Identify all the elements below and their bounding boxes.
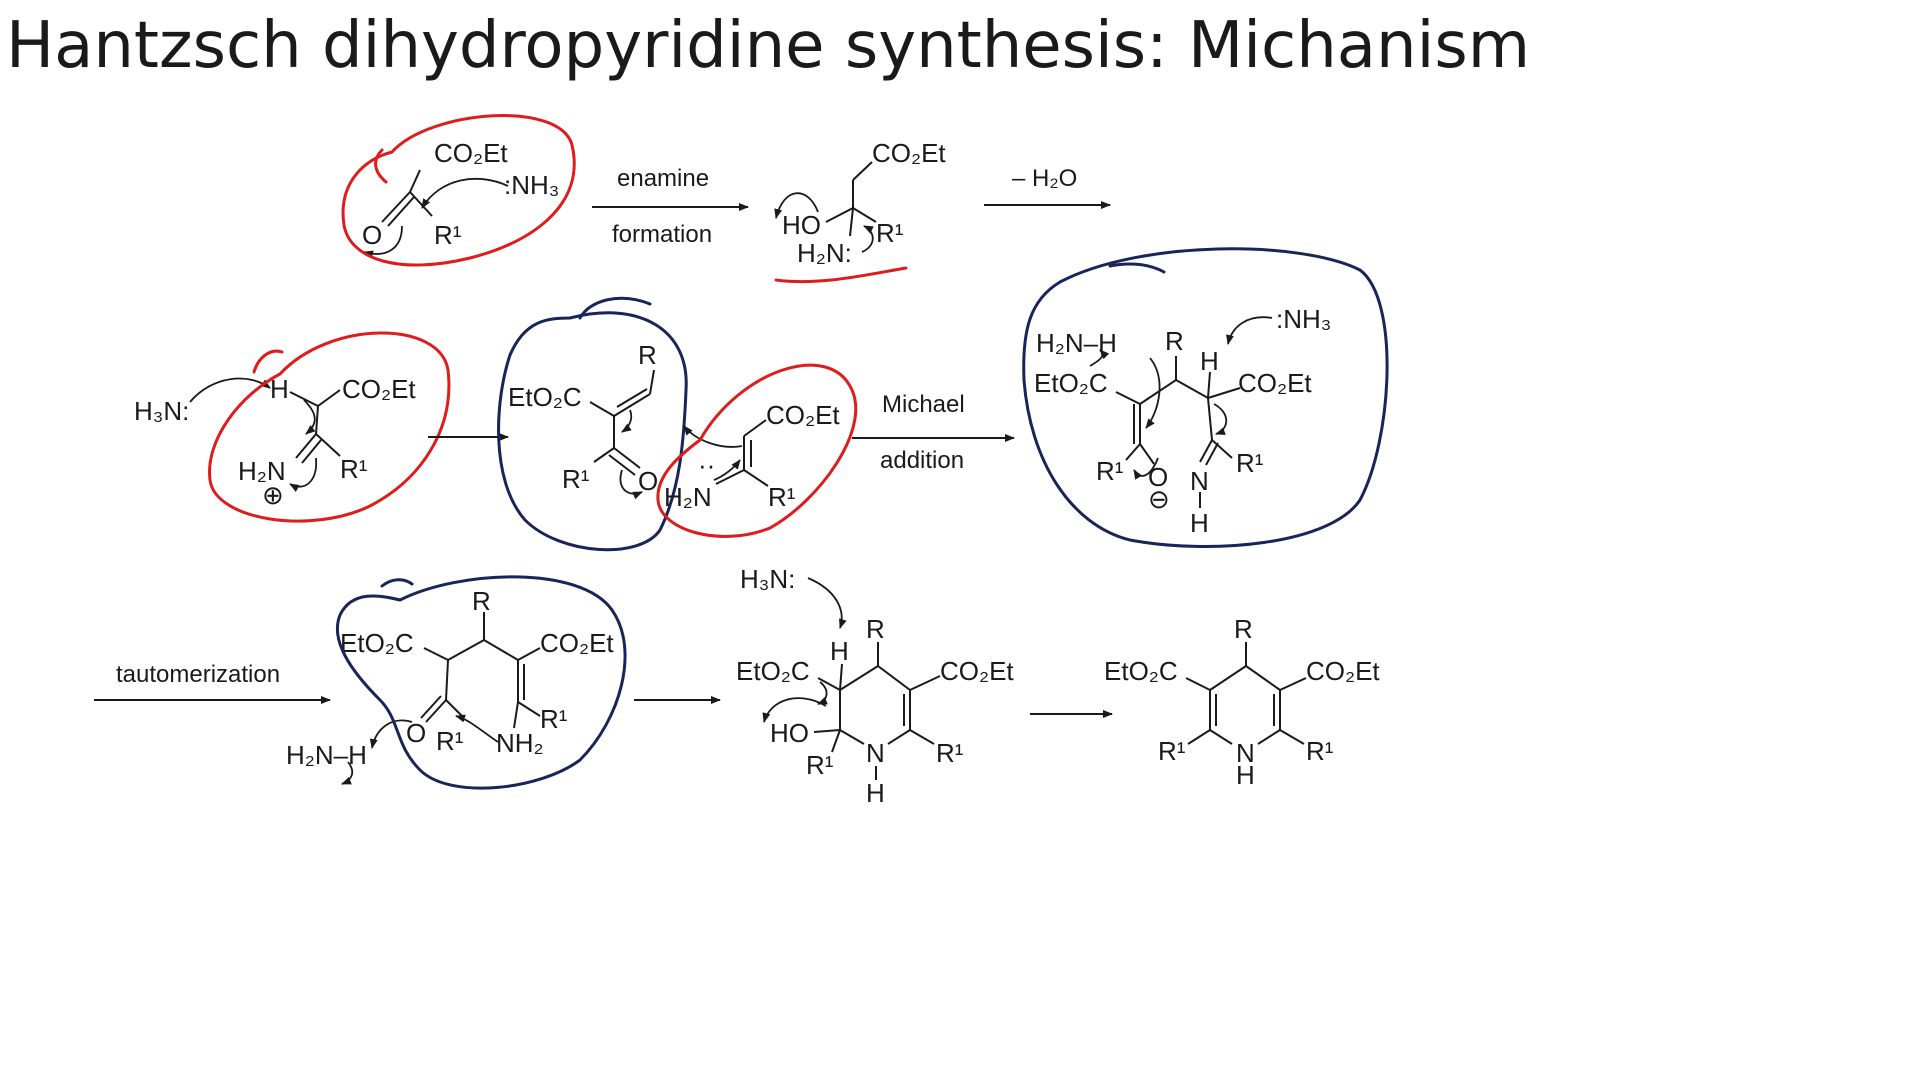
eto2c-label: EtO₂C (1034, 368, 1108, 398)
red-underline-hemiaminal (774, 266, 908, 284)
navy-annotation-acceptor (497, 296, 688, 552)
r1-label: R¹ (540, 704, 568, 734)
hydroxyl-label: HO (770, 718, 809, 748)
r1-label: R¹ (1096, 456, 1124, 486)
imine-n-label: N (1190, 466, 1209, 496)
michael-label: Michael (882, 391, 965, 418)
co2et-label: CO₂Et (1306, 656, 1380, 686)
imine-h-label: H (1190, 508, 1209, 538)
michael-adduct-molecule: H₂N–H EtO₂C R H CO₂Et :NH₃ R¹ O ⊖ R¹ N H (1034, 304, 1331, 538)
minus-water-label: – H₂O (1012, 165, 1077, 192)
enolate-oxygen-label: O (1148, 462, 1168, 492)
michael-acceptor-molecule: EtO₂C R R¹ O (508, 340, 658, 500)
co2et-label: CO₂Et (1238, 368, 1312, 398)
carbonyl-oxygen-label: O (638, 466, 658, 496)
iminium-molecule: H CO₂Et H₂N R¹ ⊕ (238, 374, 416, 510)
slide-title: Hantzsch dihydropyridine synthesis: Mich… (6, 9, 1531, 83)
co2et-label: CO₂Et (342, 374, 416, 404)
red-annotation-iminium (208, 331, 451, 523)
eto2c-label: EtO₂C (1104, 656, 1178, 686)
reaction-arrow-dehydration: – H₂O (984, 165, 1111, 209)
mechanism-scheme: CO₂Et O R¹ :NH₃ enamine formation CO₂Et (94, 114, 1389, 808)
ring-nh-label: H (1236, 760, 1255, 790)
r1-label: R¹ (806, 750, 834, 780)
enamine-label: enamine (617, 165, 709, 192)
alpha-h-label: H (1200, 346, 1219, 376)
cyclic-hemiaminal-molecule: H₃N: EtO₂C H R CO₂Et HO R¹ R¹ N H (736, 564, 1014, 808)
negative-charge-label: ⊖ (1148, 484, 1170, 514)
ammonia-base-label: H₃N: (134, 396, 189, 426)
r-label: R (638, 340, 657, 370)
eto2c-label: EtO₂C (736, 656, 810, 686)
r1-label: R¹ (936, 738, 964, 768)
tautomerization-label: tautomerization (116, 661, 280, 688)
curly-arrow-deprotonation (189, 377, 271, 403)
ring-n-label: N (866, 738, 885, 768)
ring-n-label: N (1236, 738, 1255, 768)
amine-nh2-label: NH₂ (496, 728, 544, 758)
reaction-arrow-enamine-formation: enamine formation (592, 165, 749, 248)
ammonia-base-label: H₃N: (740, 564, 795, 594)
co2et-label: CO₂Et (766, 400, 840, 430)
carbonyl-oxygen-label: O (362, 220, 382, 250)
r1-label: R¹ (768, 482, 796, 512)
ammonium-nh-label: H₂N–H (1036, 328, 1117, 358)
co2et-label: CO₂Et (434, 138, 508, 168)
ammonia-label: :NH₃ (1276, 304, 1331, 334)
addition-label: addition (880, 447, 964, 474)
eto2c-label: EtO₂C (340, 628, 414, 658)
navy-annotation-tautomer (335, 575, 627, 790)
dihydropyridine-product-molecule: EtO₂C R CO₂Et R¹ R¹ N H (1104, 614, 1380, 790)
co2et-label: CO₂Et (540, 628, 614, 658)
r-label: R (866, 614, 885, 644)
r1-label: R¹ (1158, 736, 1186, 766)
slide: Hantzsch dihydropyridine synthesis: Mich… (6, 9, 1531, 808)
enamine-tautomer-molecule: EtO₂C R CO₂Et O R¹ R¹ NH₂ H₂N–H (286, 586, 614, 785)
r-label: R (1165, 326, 1184, 356)
co2et-label: CO₂Et (940, 656, 1014, 686)
r1-label: R¹ (434, 220, 462, 250)
ring-nh-label: H (866, 778, 885, 808)
r1-label: R¹ (340, 454, 368, 484)
red-annotation-enamine (656, 363, 858, 538)
ammonia-label: :NH₃ (504, 170, 559, 200)
r1-label: R¹ (436, 726, 464, 756)
navy-annotation-adduct (1022, 247, 1389, 548)
reaction-arrow-tautomerization: tautomerization (94, 661, 331, 704)
r1-label: R¹ (562, 464, 590, 494)
r-label: R (472, 586, 491, 616)
hydroxyl-label: HO (782, 210, 821, 240)
r1-label: R¹ (1236, 448, 1264, 478)
enamine-molecule: CO₂Et H₂N R¹ ·· (664, 400, 840, 512)
enamine-nh2-label: H₂N (664, 482, 712, 512)
curly-arrow-ammonia-attack (363, 177, 509, 259)
iminium-nh2-label: H₂N (238, 456, 286, 486)
co2et-label: CO₂Et (872, 138, 946, 168)
eto2c-label: EtO₂C (508, 382, 582, 412)
red-annotation-ketoester (341, 114, 576, 267)
amine-lone-pair-label: H₂N: (797, 238, 852, 268)
r-label: R (1234, 614, 1253, 644)
r1-label: R¹ (876, 218, 904, 248)
ketoester-molecule: CO₂Et O R¹ :NH₃ (362, 138, 559, 250)
formation-label: formation (612, 221, 712, 248)
alpha-h-label: H (830, 636, 849, 666)
reaction-arrow-michael-addition: Michael addition (852, 391, 1015, 474)
r1-label: R¹ (1306, 736, 1334, 766)
lone-pair-dots: ·· (698, 450, 715, 480)
hemiaminal-molecule: CO₂Et HO R¹ H₂N: (774, 138, 946, 268)
carbonyl-oxygen-label: O (406, 718, 426, 748)
alpha-h-label: H (270, 374, 289, 404)
ammonium-nh-label: H₂N–H (286, 740, 367, 770)
positive-charge-label: ⊕ (262, 480, 284, 510)
